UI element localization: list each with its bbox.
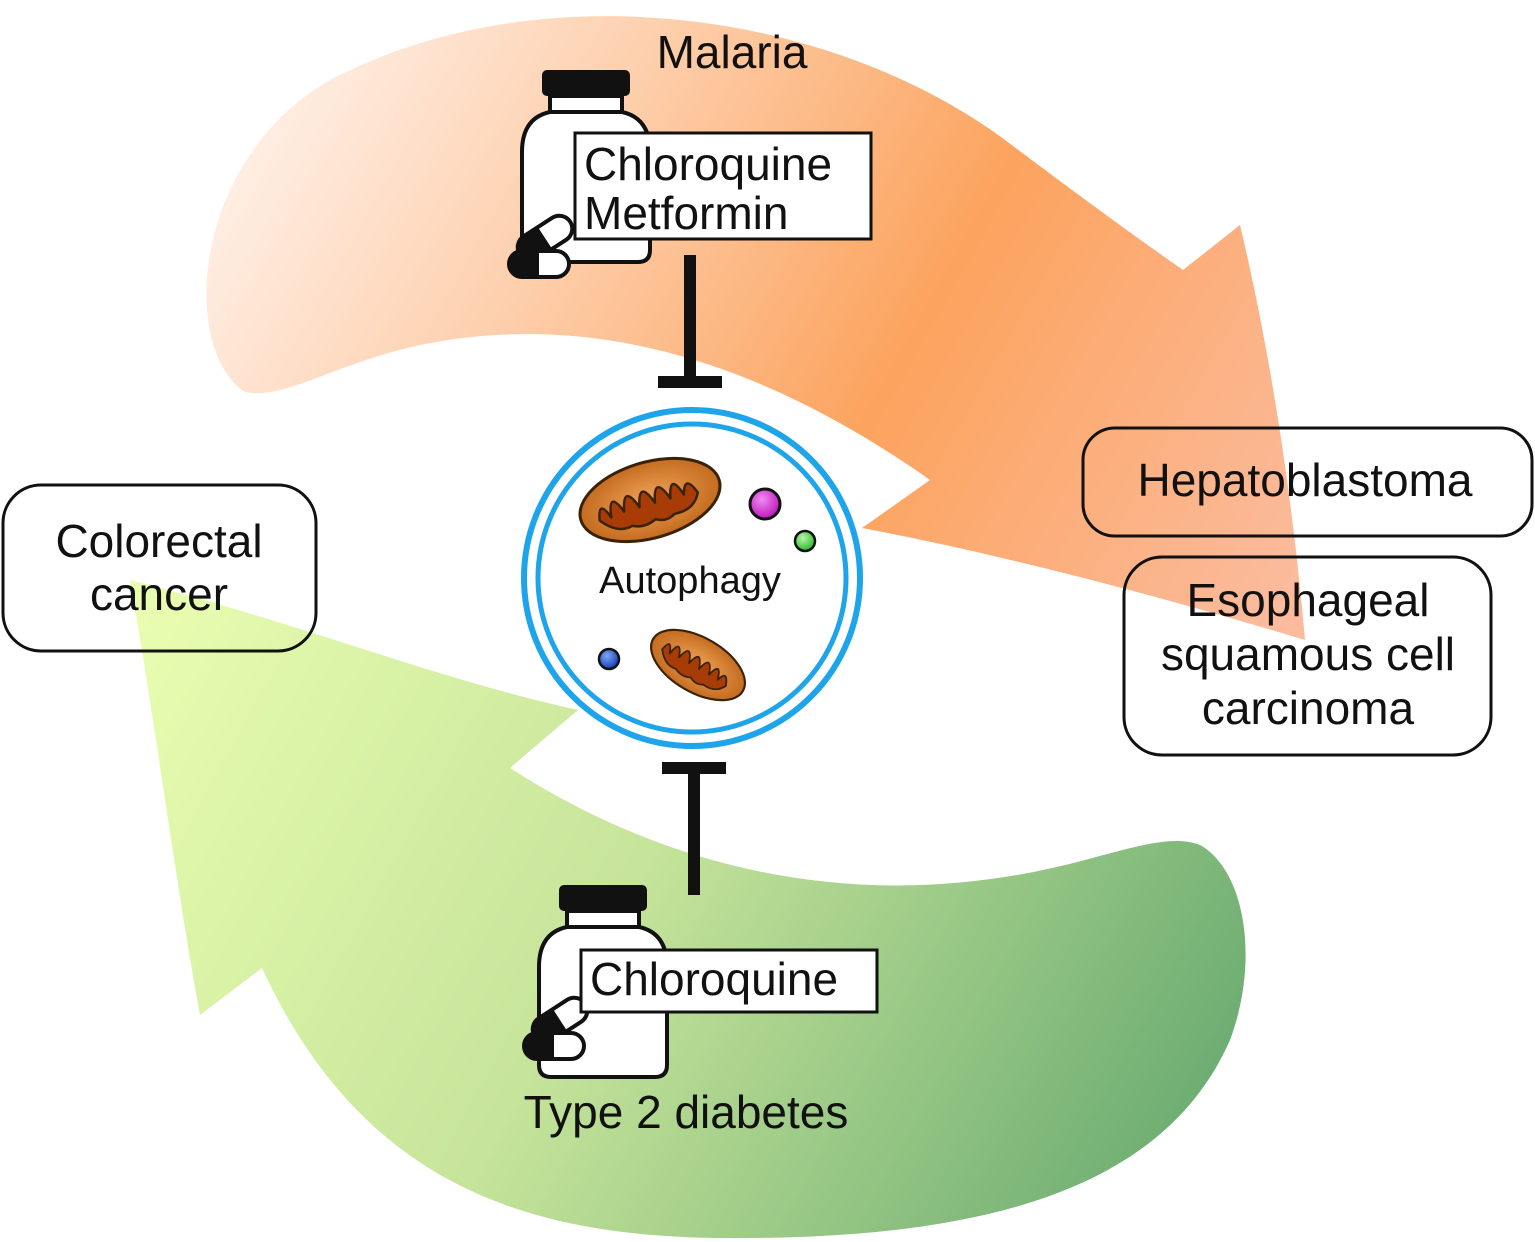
vesicle-icon: [793, 529, 817, 553]
bottom-condition-label: Type 2 diabetes: [524, 1086, 849, 1138]
inhibition-line-bottom: [662, 762, 726, 895]
bottom-medicine: Chloroquine: [522, 883, 879, 1079]
vesicle-icon: [748, 487, 782, 521]
bottom-drug: Chloroquine: [590, 953, 838, 1005]
top-drug-box: [573, 131, 873, 241]
target-label: Colorectal: [55, 515, 262, 567]
top-drug-1: Chloroquine: [584, 138, 832, 190]
inhibition-line-top: [658, 255, 722, 388]
target-label: squamous cell: [1161, 628, 1455, 680]
target-label: carcinoma: [1202, 682, 1415, 734]
top-drug-2: Metformin: [584, 187, 788, 239]
bottom-curved-arrow: [130, 580, 1246, 1239]
bottom-drug-box: [579, 948, 879, 1014]
top-condition-label: Malaria: [657, 26, 808, 78]
target-colorectal-cancer: Colorectal cancer: [1, 483, 318, 653]
top-medicine: Chloroquine Metformin: [507, 68, 873, 279]
target-hepatoblastoma: Hepatoblastoma: [1081, 426, 1534, 538]
top-curved-arrow: [206, 16, 1305, 640]
autophagosome: Autophagy: [521, 407, 863, 749]
target-label: Esophageal: [1187, 574, 1430, 626]
target-label: cancer: [90, 568, 228, 620]
center-label: Autophagy: [599, 560, 781, 602]
target-esophageal-squamous-cell-carcinoma: Esophageal squamous cell carcinoma: [1122, 555, 1493, 757]
target-label: Hepatoblastoma: [1138, 454, 1473, 506]
vesicle-icon: [597, 647, 621, 671]
